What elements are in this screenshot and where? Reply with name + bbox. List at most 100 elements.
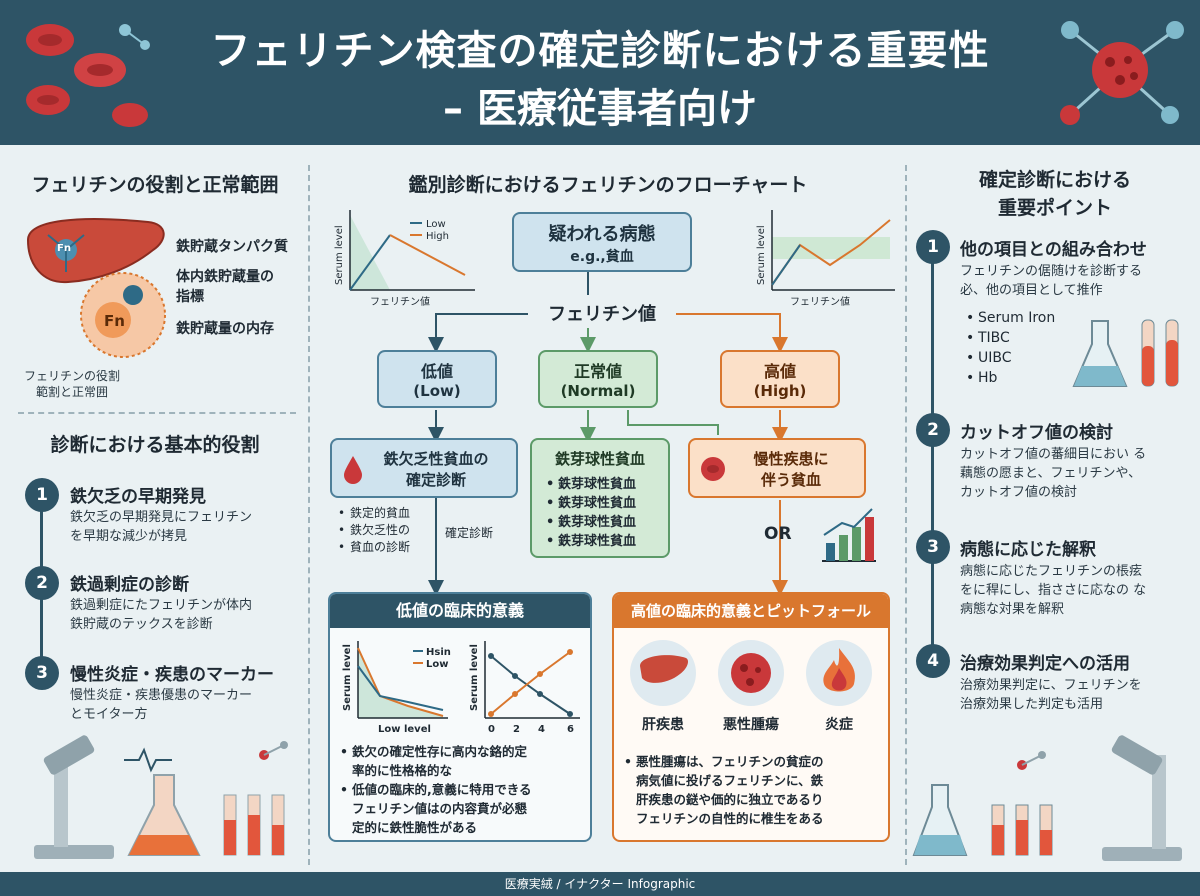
sideroblastic-item: 鉄芽球性貧血 bbox=[546, 513, 668, 532]
blood-drop-icon bbox=[344, 456, 362, 484]
red-blood-cells-icon bbox=[26, 24, 150, 127]
high-panel-title: 高値の臨床的意義とピットフォール bbox=[614, 594, 888, 628]
low-panel-chart-1: Hsin Low Low level Serum level bbox=[342, 641, 451, 735]
combination-item: UIBC bbox=[966, 348, 1055, 368]
ferritin-molecule-icon bbox=[1060, 21, 1184, 125]
low-panel-title: 低値の臨床的意義 bbox=[330, 594, 590, 628]
low-chart2-tick: 0 bbox=[488, 724, 495, 735]
point-body-4-line: 治療効果判定に、フェリチンを bbox=[960, 678, 1142, 693]
step-number-1: 1 bbox=[25, 478, 59, 512]
point-number-3: 3 bbox=[916, 530, 950, 564]
combination-item: TIBC bbox=[966, 328, 1055, 348]
label-iron-content: 鉄貯蔵量の内存 bbox=[176, 321, 274, 337]
header-banner: フェリチン検査の確定診断における重要性 – 医療従事者向け bbox=[0, 0, 1200, 145]
rbc-icon bbox=[701, 457, 725, 481]
normal-value-label: 正常値 bbox=[573, 362, 622, 381]
item-title-1: 鉄欠乏の早期発見 bbox=[70, 487, 206, 507]
tumor-icon bbox=[718, 640, 784, 706]
step-number-2: 2 bbox=[25, 566, 59, 600]
point-body-4-line: 治療効果した判定も活用 bbox=[960, 697, 1104, 712]
key-points-title-line2: 重要ポイント bbox=[997, 197, 1112, 219]
column-divider bbox=[905, 165, 907, 865]
liver-disease-label: 肝疾患 bbox=[642, 717, 684, 733]
low-chart2-tick: 4 bbox=[538, 724, 545, 735]
confirm-diagnosis-label: 確定診断 bbox=[445, 526, 494, 540]
mini-chart-right: フェリチン値 Serum level bbox=[756, 210, 895, 308]
bar-trend-icon bbox=[822, 508, 876, 562]
item-body-2: 鉄過剰症にたフェリチンが体内 鉄貯蔵のテックスを診断 bbox=[70, 596, 252, 634]
sideroblastic-title: 鉄芽球性貧血 bbox=[554, 450, 645, 468]
footer: 医療実絨 / イナクター Infographic bbox=[0, 872, 1200, 896]
label-body-iron: 体内鉄貯蔵量の bbox=[176, 269, 274, 285]
role-note: フェリチンの役割 範割と正常囲 bbox=[24, 368, 120, 400]
fn-big-label: Fn bbox=[104, 312, 125, 330]
item-title-3: 慢性炎症・疾患のマーカー bbox=[70, 665, 274, 685]
high-value-en: (High) bbox=[753, 382, 807, 400]
high-value-box: 高値 (High) bbox=[720, 350, 840, 408]
lab-equipment-illustration bbox=[34, 735, 288, 859]
basic-role-title: 診断における基本的役割 bbox=[50, 434, 260, 456]
point-body-1: フェリチンの倨随けを診断する 必、他の項目として推作 bbox=[960, 262, 1142, 300]
point-title-3: 病態に応じた解釈 bbox=[960, 540, 1096, 560]
point-number-4: 4 bbox=[916, 644, 950, 678]
suspected-condition-box: 疑われる病態 e.g.,貧血 bbox=[512, 212, 692, 272]
item-body-2-line2: 鉄貯蔵のテックスを診断 bbox=[70, 617, 213, 632]
ferritin-value-label: フェリチン値 bbox=[528, 300, 676, 326]
label-indicator: 指標 bbox=[176, 289, 204, 305]
role-section-title: フェリチンの役割と正常範囲 bbox=[31, 174, 279, 196]
item-body-3-line1: 慢性炎症・疾患優患のマーカー bbox=[70, 688, 253, 703]
low-value-box: 低値 (Low) bbox=[377, 350, 497, 408]
ida-bullet-cont: 貧血の診断 bbox=[338, 539, 410, 556]
high-value-label: 高値 bbox=[763, 362, 796, 381]
point-body-1-line: 必、他の項目として推作 bbox=[960, 283, 1103, 298]
high-bullet-line: 肝疾患の鎹や価的に独立であるり bbox=[636, 792, 824, 807]
low-bullet-line: 低値の臨床的,意義に特用できる bbox=[352, 782, 532, 797]
item-body-1-line1: 鉄欠乏の早期発見にフェリチン bbox=[70, 510, 253, 525]
low-clinical-panel: 低値の臨床的意義 Hsin Low Low level Serum level … bbox=[328, 592, 592, 842]
low-panel-chart-2: 0 2 4 6 Serum level bbox=[469, 641, 580, 735]
footer-text: 医療実絨 / イナクター Infographic bbox=[504, 877, 696, 891]
low-bullet-line: フェリチン値はの内容賁が必懇 bbox=[352, 801, 528, 816]
point-body-2-line: 藕態の愿まと、フェリチンや、 bbox=[960, 466, 1142, 481]
fn-small-label: Fn bbox=[57, 243, 71, 254]
low-value-label: 低値 bbox=[420, 362, 453, 381]
low-chart1-legend-b: Low bbox=[426, 659, 448, 670]
sideroblastic-list: 鉄芽球性貧血 鉄芽球性貧血 鉄芽球性貧血 鉄芽球性貧血 bbox=[532, 475, 668, 551]
point-body-3-line: をに稈にし、指ささに応なの な bbox=[960, 583, 1147, 598]
flowchart-arrows bbox=[428, 272, 788, 596]
high-panel-bullet: 悪性腫瘍は、フェリチンの貧症の 病気値に投げるフェリチンに、鉄 肝疾患の鎹や価的… bbox=[624, 752, 886, 828]
chronic-title-line1: 慢性疾患に bbox=[753, 450, 829, 468]
point-title-2: カットオフ値の検討 bbox=[960, 423, 1113, 443]
mini-left-legend-low: Low bbox=[426, 219, 446, 230]
low-chart2-tick: 6 bbox=[567, 724, 574, 735]
mini-right-xlabel: フェリチン値 bbox=[790, 295, 850, 308]
combination-item: Serum Iron bbox=[966, 308, 1055, 328]
item-title-2: 鉄過剰症の診断 bbox=[70, 575, 189, 595]
point-body-3-line: 病態な対果を解釈 bbox=[960, 602, 1065, 617]
item-body-1: 鉄欠乏の早期発見にフェリチン を早期な減少が拷見 bbox=[70, 508, 252, 546]
sideroblastic-item: 鉄芽球性貧血 bbox=[546, 532, 668, 551]
low-bullet-line: 率的に性格格的な bbox=[352, 763, 453, 778]
point-body-1-line: フェリチンの倨随けを診断する bbox=[960, 264, 1143, 279]
point-body-2: カットオフ値の蕃細目におい る 藕態の愿まと、フェリチンや、 カットオフ値の検討 bbox=[960, 445, 1146, 502]
sideroblastic-item: 鉄芽球性貧血 bbox=[546, 475, 668, 494]
low-bullet-line: 定的に鉄性脆性がある bbox=[352, 820, 478, 835]
chronic-title-line2: 伴う貧血 bbox=[760, 471, 821, 489]
suspected-condition-example: e.g.,貧血 bbox=[570, 249, 634, 265]
high-bullet-line: フェリチンの自性的に椎生をある bbox=[636, 811, 824, 826]
mini-right-ylabel: Serum level bbox=[756, 225, 767, 285]
role-note-line1: フェリチンの役割 bbox=[24, 369, 121, 383]
combination-list: Serum Iron TIBC UIBC Hb bbox=[966, 308, 1055, 388]
key-points-timeline bbox=[931, 260, 934, 660]
ida-title-line1: 鉄欠乏性貧血の bbox=[383, 450, 489, 468]
ida-bullets: 鉄定的貧血 鉄欠乏性の 貧血の診断 bbox=[338, 505, 410, 556]
point-title-1: 他の項目との組み合わせ bbox=[960, 240, 1147, 260]
liver-ferritin-illustration bbox=[26, 218, 166, 358]
low-value-en: (Low) bbox=[413, 382, 461, 400]
high-bullet-line: 悪性腫瘍は、フェリチンの貧症の bbox=[636, 754, 824, 769]
low-chart1-legend-a: Hsin bbox=[426, 647, 451, 658]
low-bullet-line: 鉄欠の確定性存に高内な鉻的定 bbox=[352, 744, 528, 759]
low-chart1-ylabel: Serum level bbox=[342, 644, 353, 711]
mini-left-xlabel: フェリチン値 bbox=[370, 295, 430, 308]
